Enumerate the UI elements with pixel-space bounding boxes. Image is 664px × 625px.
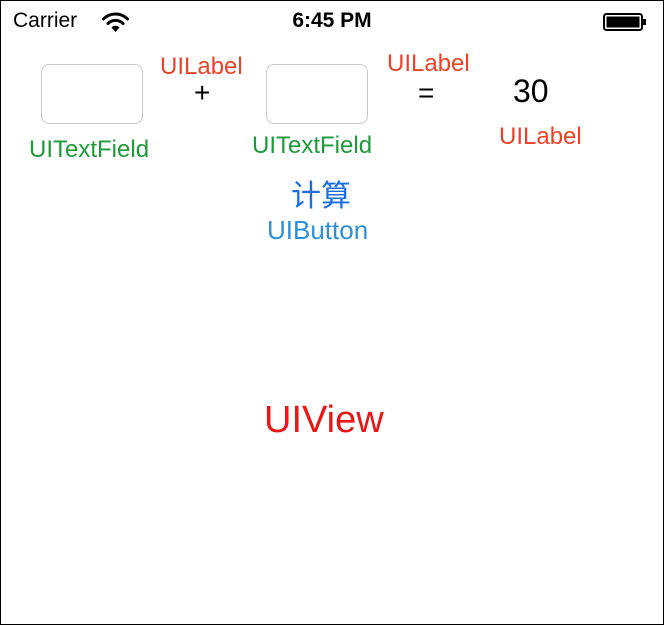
first-number-field[interactable]	[41, 64, 143, 124]
annotation-uilabel-plus: UILabel	[160, 53, 243, 80]
battery-icon	[603, 13, 646, 31]
result-label: 30	[513, 73, 549, 109]
annotation-uibutton: UIButton	[267, 215, 369, 245]
wifi-icon	[102, 12, 129, 32]
equals-label: =	[418, 77, 435, 108]
carrier-label: Carrier	[13, 9, 78, 32]
plus-label: +	[194, 77, 211, 108]
annotation-uilabel-result: UILabel	[499, 123, 582, 150]
calculate-button[interactable]: 计算	[291, 180, 351, 213]
annotation-uitextfield-2: UITextField	[252, 132, 373, 159]
status-time: 6:45 PM	[292, 9, 372, 32]
annotation-uiview: UIView	[264, 399, 384, 441]
second-number-field[interactable]	[266, 64, 368, 124]
annotation-uilabel-equals: UILabel	[387, 50, 470, 77]
annotation-uitextfield-1: UITextField	[29, 136, 150, 163]
